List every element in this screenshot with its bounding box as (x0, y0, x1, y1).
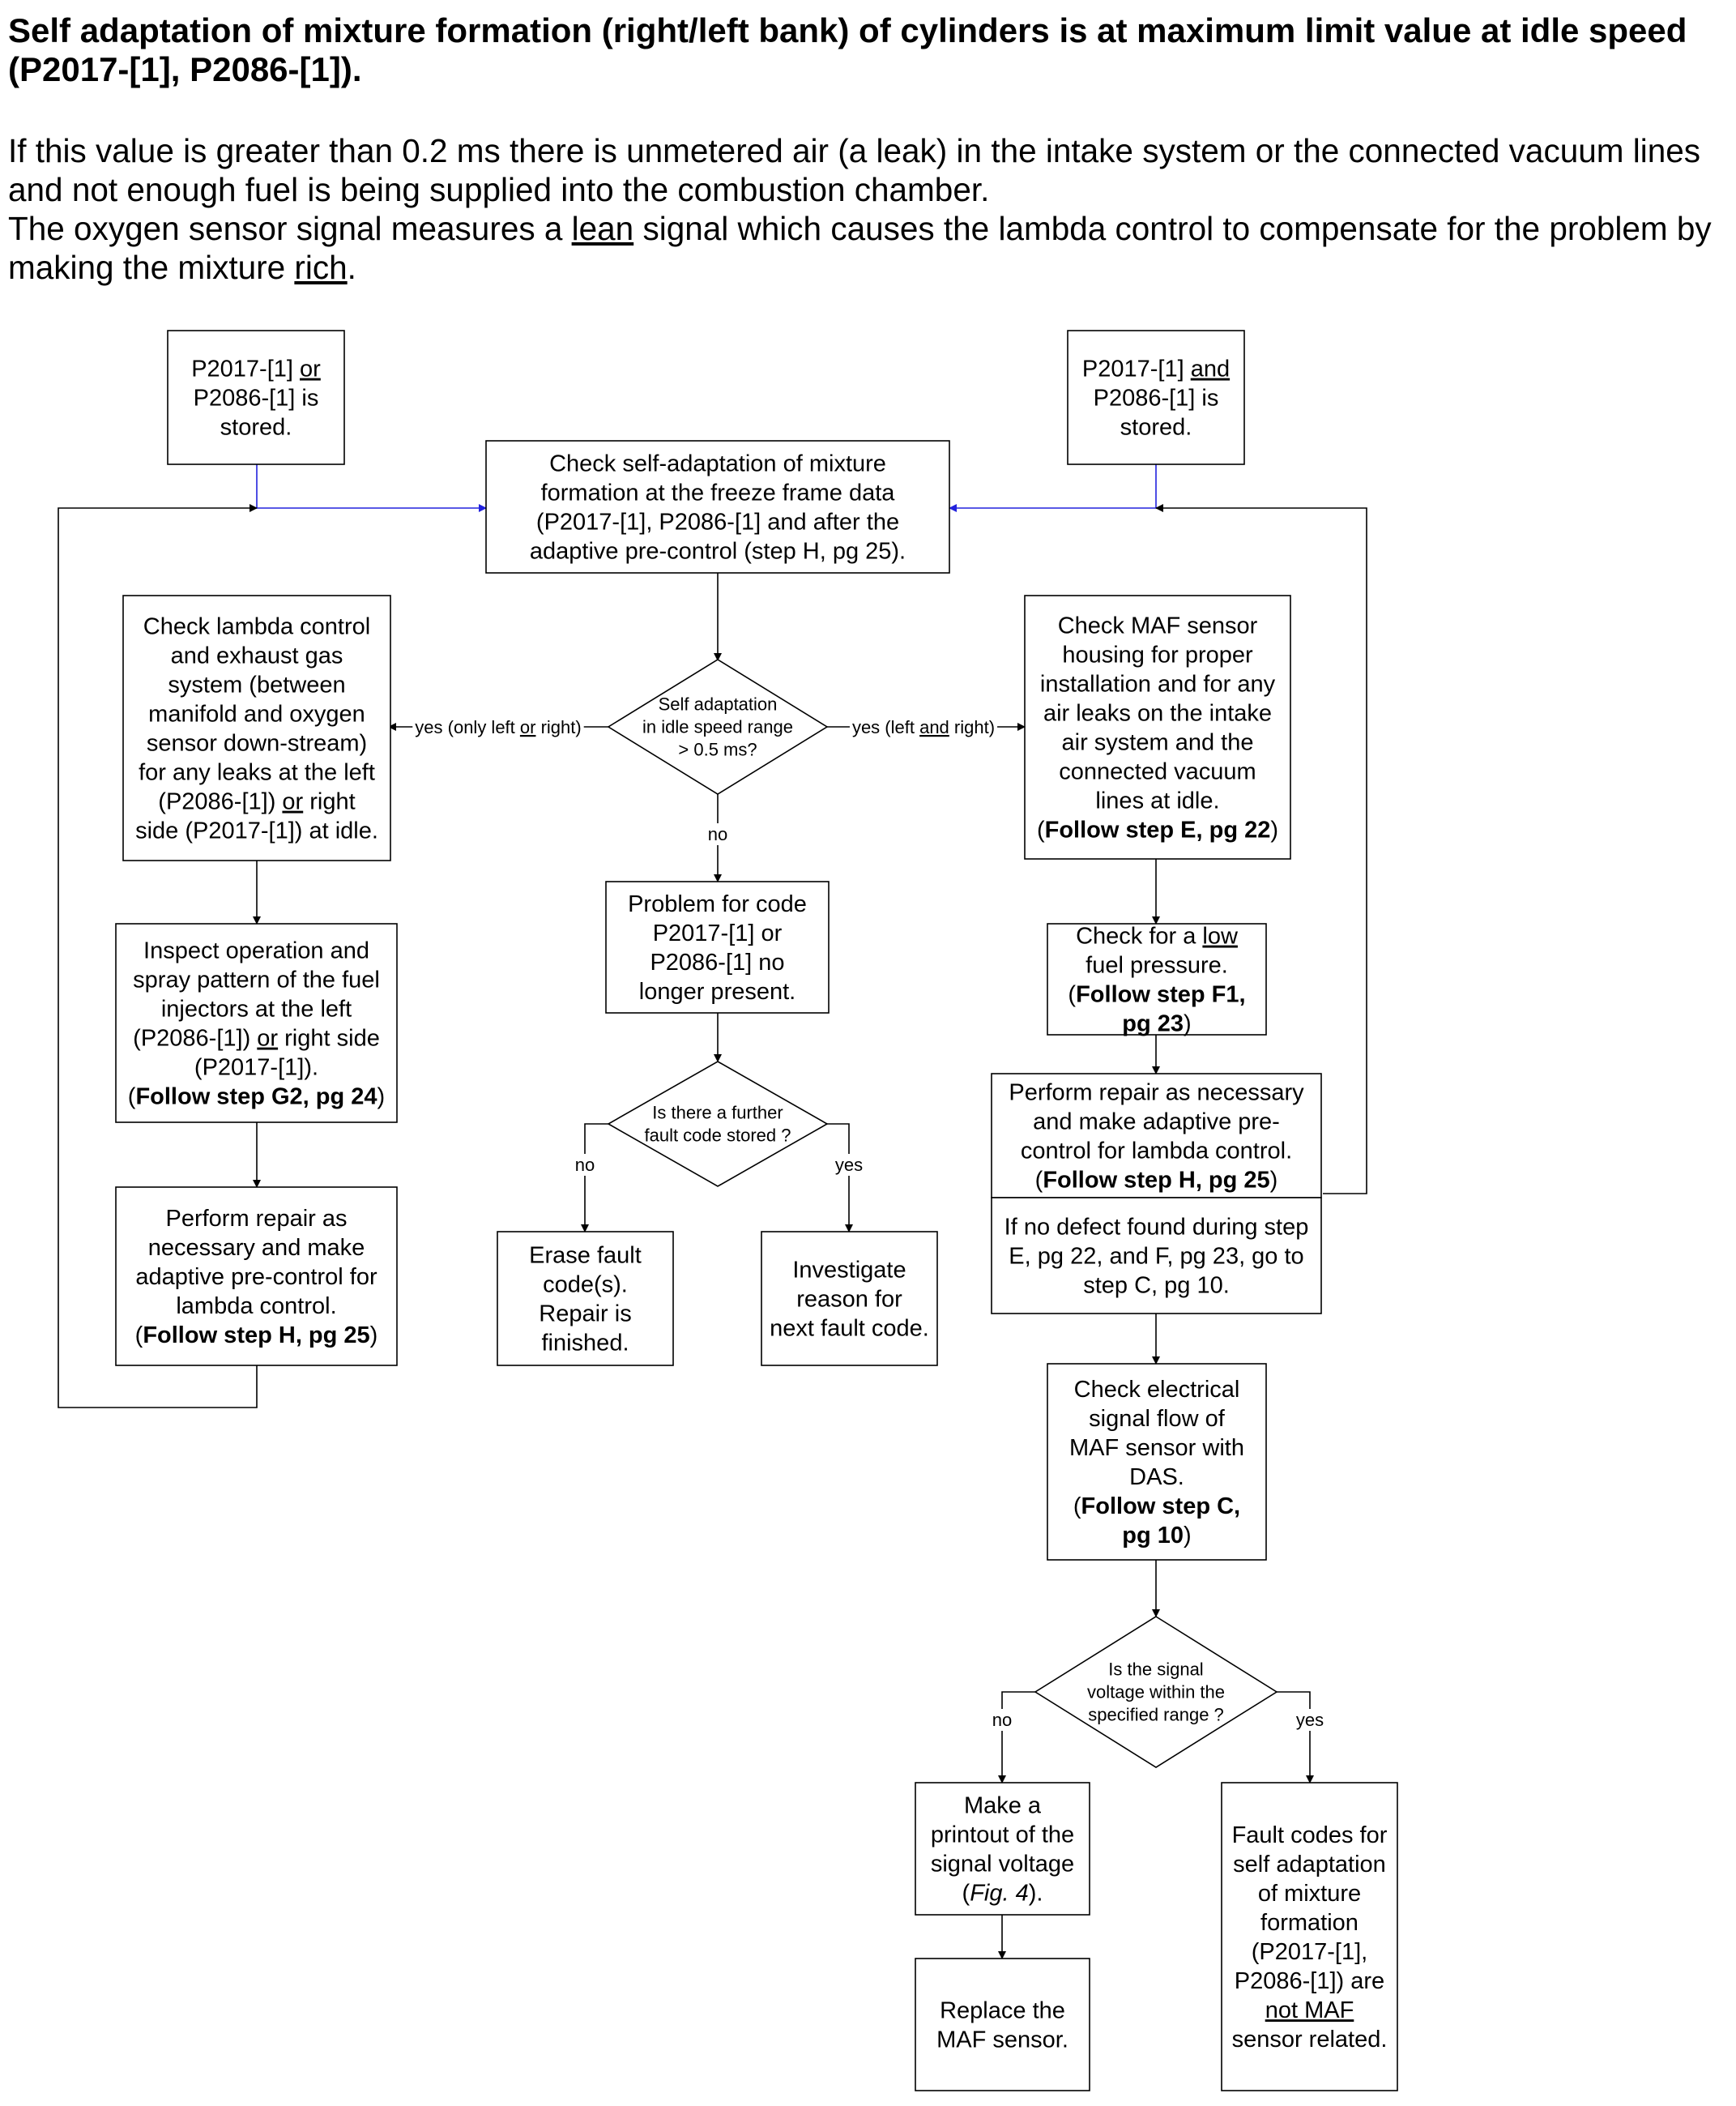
edge-left-loop (58, 504, 258, 1408)
label-further-yes: yes (835, 1155, 863, 1175)
intro-p2-a: The oxygen sensor signal measures a (8, 210, 572, 247)
intro-paragraph-1: If this value is greater than 0.2 ms the… (8, 132, 1701, 208)
label-yes-left-and-right: yes (left and right) (852, 717, 995, 737)
label-idle-no: no (708, 824, 727, 844)
page-title: Self adaptation of mixture formation (ri… (8, 11, 1687, 88)
label-signal-yes: yes (1296, 1710, 1324, 1730)
edge-start-left-to-check (256, 464, 487, 512)
edge-signal-no (998, 1691, 1035, 1783)
edge-start-right-to-check (949, 464, 1157, 512)
label-signal-no: no (992, 1710, 1012, 1730)
edge-further-yes (826, 1123, 853, 1232)
edge-right-loop (1155, 504, 1367, 1194)
intro-p2-b: signal which causes the lambda control t… (8, 210, 1712, 286)
intro-p2-c: . (347, 249, 356, 286)
label-further-no: no (575, 1155, 595, 1175)
intro-lean: lean (571, 210, 634, 247)
intro-rich: rich (294, 249, 348, 286)
intro-text: If this value is greater than 0.2 ms the… (8, 131, 1725, 287)
edge-further-no (581, 1123, 609, 1232)
flowchart-edge-labels: yes (only left or right) yes (left and ri… (412, 716, 1327, 1731)
label-yes-only-left-or-right: yes (only left or right) (415, 717, 581, 737)
intro-paragraph-2: The oxygen sensor signal measures a lean… (8, 209, 1725, 287)
edge-signal-yes (1277, 1691, 1314, 1783)
